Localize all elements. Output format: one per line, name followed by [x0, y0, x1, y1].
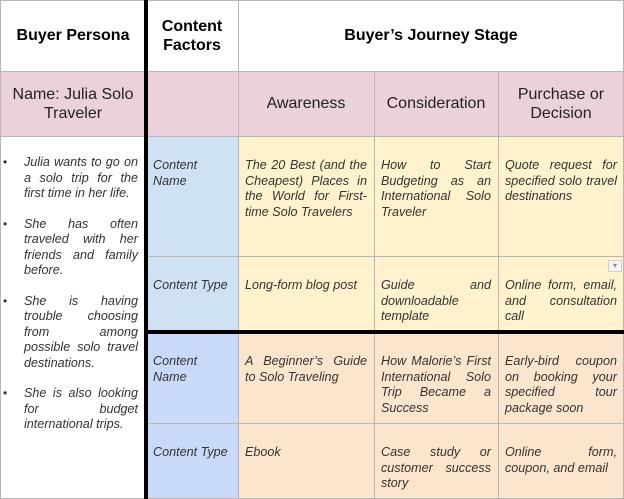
stage-consideration-text: Consideration [386, 95, 486, 112]
row4-purchase-cell: Online form, coupon, and email [498, 423, 624, 499]
row1-awareness-cell: The 20 Best (and the Cheapest) Places in… [238, 136, 374, 256]
grid-line [238, 0, 239, 499]
row1-consideration-cell: How to Start Budgeting as an Internation… [374, 136, 498, 256]
header-buyer-persona-text: Buyer Persona [16, 27, 130, 44]
section-divider-horizontal [146, 330, 624, 334]
row3-factor-cell: Content Name [146, 332, 238, 423]
grid-line [0, 136, 624, 137]
row2-awareness-text: Long-form blog post [245, 278, 358, 292]
grid-line [0, 0, 624, 1]
persona-bullet-list: • Julia wants to go on a solo trip for th… [0, 155, 138, 433]
persona-name-cell: Name: Julia Solo Traveler [0, 71, 146, 136]
stage-consideration-cell: Consideration [374, 71, 498, 136]
persona-details-cell: • Julia wants to go on a solo trip for th… [0, 136, 146, 499]
header-journey-stage: Buyer’s Journey Stage [238, 0, 624, 71]
row2-purchase-text: Online form, email, and consultation cal… [505, 278, 617, 323]
row1-factor-cell: Content Name [146, 136, 238, 256]
grid-line [0, 0, 1, 499]
row3-consideration-text: How Malorie’s First International Solo T… [381, 354, 491, 415]
row3-awareness-cell: A Beginner’s Guide to Solo Traveling [238, 332, 374, 423]
row4-purchase-text: Online form, coupon, and email [505, 445, 617, 475]
bullet-icon: • [3, 293, 8, 308]
grid-line [0, 71, 624, 72]
row3-factor-text: Content Name [153, 354, 198, 384]
row2-consideration-text: Guide and downloadable template [381, 278, 491, 323]
list-item: • Julia wants to go on a solo trip for th… [0, 155, 138, 202]
row4-awareness-cell: Ebook [238, 423, 374, 499]
row2-consideration-cell: Guide and downloadable template [374, 256, 498, 332]
header-journey-stage-text: Buyer’s Journey Stage [344, 27, 518, 44]
row3-purchase-cell: Early-bird coupon on booking your specif… [498, 332, 624, 423]
grid-line [498, 71, 499, 499]
header-content-factors: Content Factors [146, 0, 238, 71]
row1-consideration-text: How to Start Budgeting as an Internation… [381, 158, 491, 219]
row4-factor-text: Content Type [153, 445, 228, 459]
subheader-factors-empty [146, 71, 238, 136]
bullet-icon: • [3, 386, 8, 400]
row4-awareness-text: Ebook [245, 445, 281, 459]
bullet-icon: • [3, 216, 8, 231]
persona-bullet-text: She has often traveled with her friends … [24, 216, 138, 278]
stage-purchase-text: Purchase or Decision [517, 85, 605, 122]
persona-bullet-text: She is also looking for budget internati… [24, 386, 138, 431]
list-item: • She has often traveled with her friends… [0, 217, 138, 279]
header-buyer-persona: Buyer Persona [0, 0, 146, 71]
section-divider-vertical [144, 0, 148, 499]
persona-name-text: Name: Julia Solo Traveler [12, 85, 134, 122]
stage-purchase-cell: Purchase or Decision [498, 71, 624, 136]
chevron-down-icon[interactable]: ▾ [608, 260, 622, 272]
row2-factor-cell: Content Type [146, 256, 238, 332]
row1-awareness-text: The 20 Best (and the Cheapest) Places in… [245, 158, 367, 219]
grid-line [146, 423, 624, 424]
row1-purchase-text: Quote request for specified solo travel … [505, 158, 617, 203]
row3-purchase-text: Early-bird coupon on booking your specif… [505, 354, 617, 415]
row4-factor-cell: Content Type [146, 423, 238, 499]
row4-consideration-text: Case study or customer success story [381, 445, 491, 490]
list-item: • She is also looking for budget internat… [0, 386, 138, 433]
list-item: • She is having trouble choosing from amo… [0, 294, 138, 372]
row3-awareness-text: A Beginner’s Guide to Solo Traveling [245, 354, 367, 384]
header-content-factors-text: Content Factors [161, 17, 223, 54]
persona-bullet-text: She is having trouble choosing from amon… [24, 293, 138, 370]
stage-awareness-text: Awareness [266, 95, 346, 112]
stage-awareness-cell: Awareness [238, 71, 374, 136]
row1-factor-text: Content Name [153, 158, 198, 188]
row1-purchase-cell: Quote request for specified solo travel … [498, 136, 624, 256]
row2-purchase-cell: Online form, email, and consultation cal… [498, 256, 624, 332]
row4-consideration-cell: Case study or customer success story [374, 423, 498, 499]
grid-line [374, 71, 375, 499]
row2-awareness-cell: Long-form blog post [238, 256, 374, 332]
bullet-icon: • [3, 155, 8, 169]
persona-bullet-text: Julia wants to go on a solo trip for the… [24, 155, 138, 200]
row2-factor-text: Content Type [153, 278, 228, 292]
grid-line [146, 256, 624, 257]
row3-consideration-cell: How Malorie’s First International Solo T… [374, 332, 498, 423]
